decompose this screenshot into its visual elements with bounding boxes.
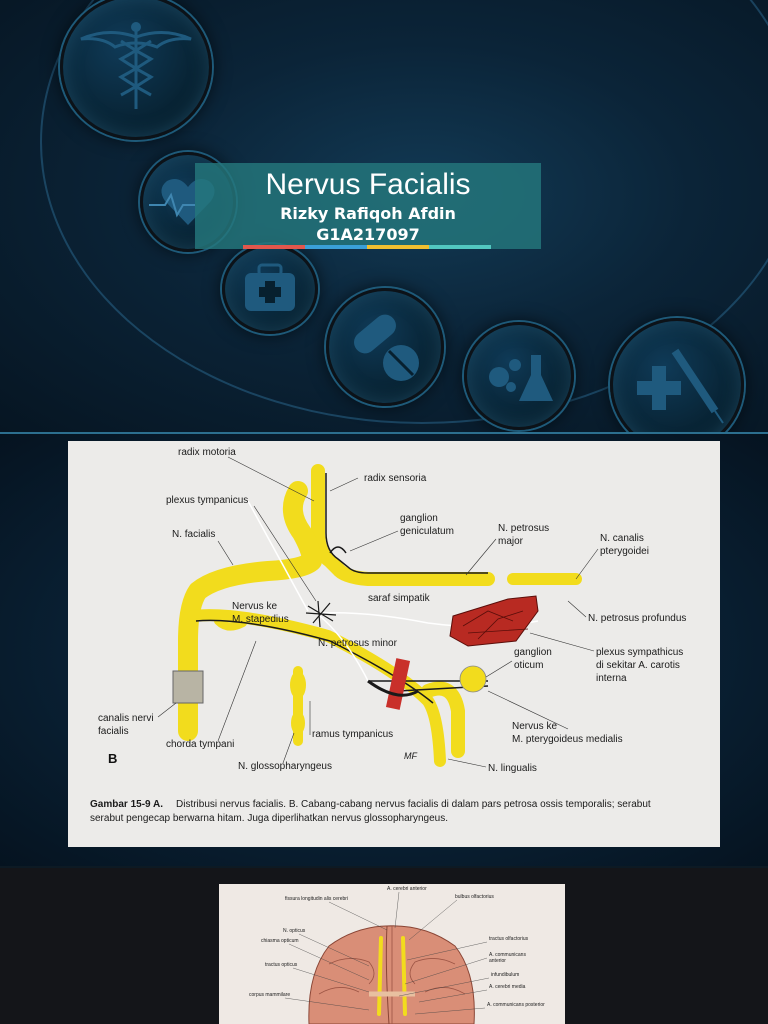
facial-nerve-figure: radix motoria radix sensoria plexus tymp… <box>68 441 720 847</box>
label-canalis-1: N. canalis <box>600 533 644 544</box>
label-plexus-symp-2: di sekitar A. carotis <box>596 660 680 671</box>
caption-line-2: serabut pengecap berwarna hitam. Juga di… <box>90 813 448 824</box>
title-box: Nervus Facialis Rizky Rafiqoh Afdin G1A2… <box>195 163 541 249</box>
label-stapedius-2: M. stapedius <box>232 614 289 625</box>
title-slide: Nervus Facialis Rizky Rafiqoh Afdin G1A2… <box>0 0 768 432</box>
accent-yellow <box>367 245 429 249</box>
accent-teal <box>429 245 491 249</box>
lab-circle <box>464 322 574 430</box>
label-canalis-2: pterygoidei <box>600 546 649 557</box>
label-petrosus-major-1: N. petrosus <box>498 523 549 534</box>
label-ganglion-gen-2: geniculatum <box>400 526 454 537</box>
caduceus-circle <box>60 0 212 140</box>
syringe-icon <box>637 348 724 424</box>
label-petrosus-major-2: major <box>498 536 524 547</box>
label-chiasma: chiasma opticum <box>261 938 299 944</box>
slide-title: Nervus Facialis <box>265 168 471 201</box>
pills-circle <box>326 288 444 406</box>
facial-nerve-diagram: radix motoria radix sensoria plexus tymp… <box>90 447 686 824</box>
brain-base-diagram: A. cerebri anterior fissura longitudin a… <box>249 886 545 1024</box>
brain-base-slide: A. cerebri anterior fissura longitudin a… <box>0 868 768 1024</box>
artist-signature: MF <box>404 751 417 761</box>
label-fissura: fissura longitudin alis cerebri <box>285 896 348 902</box>
student-id: G1A217097 <box>316 225 420 244</box>
accent-blue <box>305 245 367 249</box>
label-ganglion-oticum-1: ganglion <box>514 647 552 658</box>
lab-flask-icon <box>489 355 553 401</box>
author-name: Rizky Rafiqoh Afdin <box>280 204 456 223</box>
label-bulbus: bulbus olfactorius <box>455 894 494 900</box>
label-canalis-nervi-1: canalis nervi <box>98 713 154 724</box>
slide-divider-2 <box>0 866 768 868</box>
caption-bold: Gambar 15-9 A. <box>90 799 163 810</box>
accent-color-bar <box>243 245 491 249</box>
label-infundibulum: infundibulum <box>491 972 519 978</box>
label-petrosus-profundus: N. petrosus profundus <box>588 613 686 624</box>
label-plexus-symp-3: interna <box>596 673 627 684</box>
label-ganglion-oticum-2: oticum <box>514 660 543 671</box>
label-corpus: corpus mammilare <box>249 992 290 998</box>
label-saraf-simpatik: saraf simpatik <box>368 593 431 604</box>
label-canalis-nervi-2: facialis <box>98 726 129 737</box>
label-a-cerebri-anterior: A. cerebri anterior <box>387 886 427 892</box>
brain-base-figure: A. cerebri anterior fissura longitudin a… <box>219 884 565 1024</box>
label-petrosus-minor: N. petrosus minor <box>318 638 398 649</box>
label-n-opticus: N. opticus <box>283 928 306 934</box>
label-a-cerebri-media: A. cerebri media <box>489 984 526 990</box>
caption-line-1: Distribusi nervus facialis. B. Cabang-ca… <box>176 799 651 810</box>
label-radix-sensoria: radix sensoria <box>364 473 427 484</box>
label-plexus-tympanicus: plexus tympanicus <box>166 495 248 506</box>
label-tractus-olf: tractus olfactorius <box>489 936 529 942</box>
label-tractus-opticus: tractus opticus <box>265 962 298 968</box>
label-n-facialis: N. facialis <box>172 529 215 540</box>
syringe-circle <box>610 318 744 432</box>
label-pterygoideus-1: Nervus ke <box>512 721 557 732</box>
panel-letter: B <box>108 751 117 766</box>
facial-nerve-slide: radix motoria radix sensoria plexus tymp… <box>0 434 768 866</box>
label-n-lingualis: N. lingualis <box>488 763 537 774</box>
caduceus-icon <box>80 22 192 109</box>
label-ganglion-gen-1: ganglion <box>400 513 438 524</box>
label-ramus-tympanicus: ramus tympanicus <box>312 729 393 740</box>
slide-divider <box>0 432 768 434</box>
label-a-communicans-2: anterior <box>489 958 506 964</box>
medical-kit-icon <box>245 263 295 311</box>
label-stapedius-1: Nervus ke <box>232 601 277 612</box>
medkit-circle <box>222 244 318 334</box>
pills-icon <box>354 314 419 381</box>
label-plexus-symp-1: plexus sympathicus <box>596 647 683 658</box>
label-a-communicans-post: A. communicans posterior <box>487 1002 545 1008</box>
label-radix-motoria: radix motoria <box>178 447 236 458</box>
label-a-communicans-1: A. communicans <box>489 952 526 958</box>
accent-red <box>243 245 305 249</box>
label-pterygoideus-2: M. pterygoideus medialis <box>512 734 623 745</box>
label-glossopharyngeus: N. glossopharyngeus <box>238 761 332 772</box>
label-chorda-tympani: chorda tympani <box>166 739 234 750</box>
